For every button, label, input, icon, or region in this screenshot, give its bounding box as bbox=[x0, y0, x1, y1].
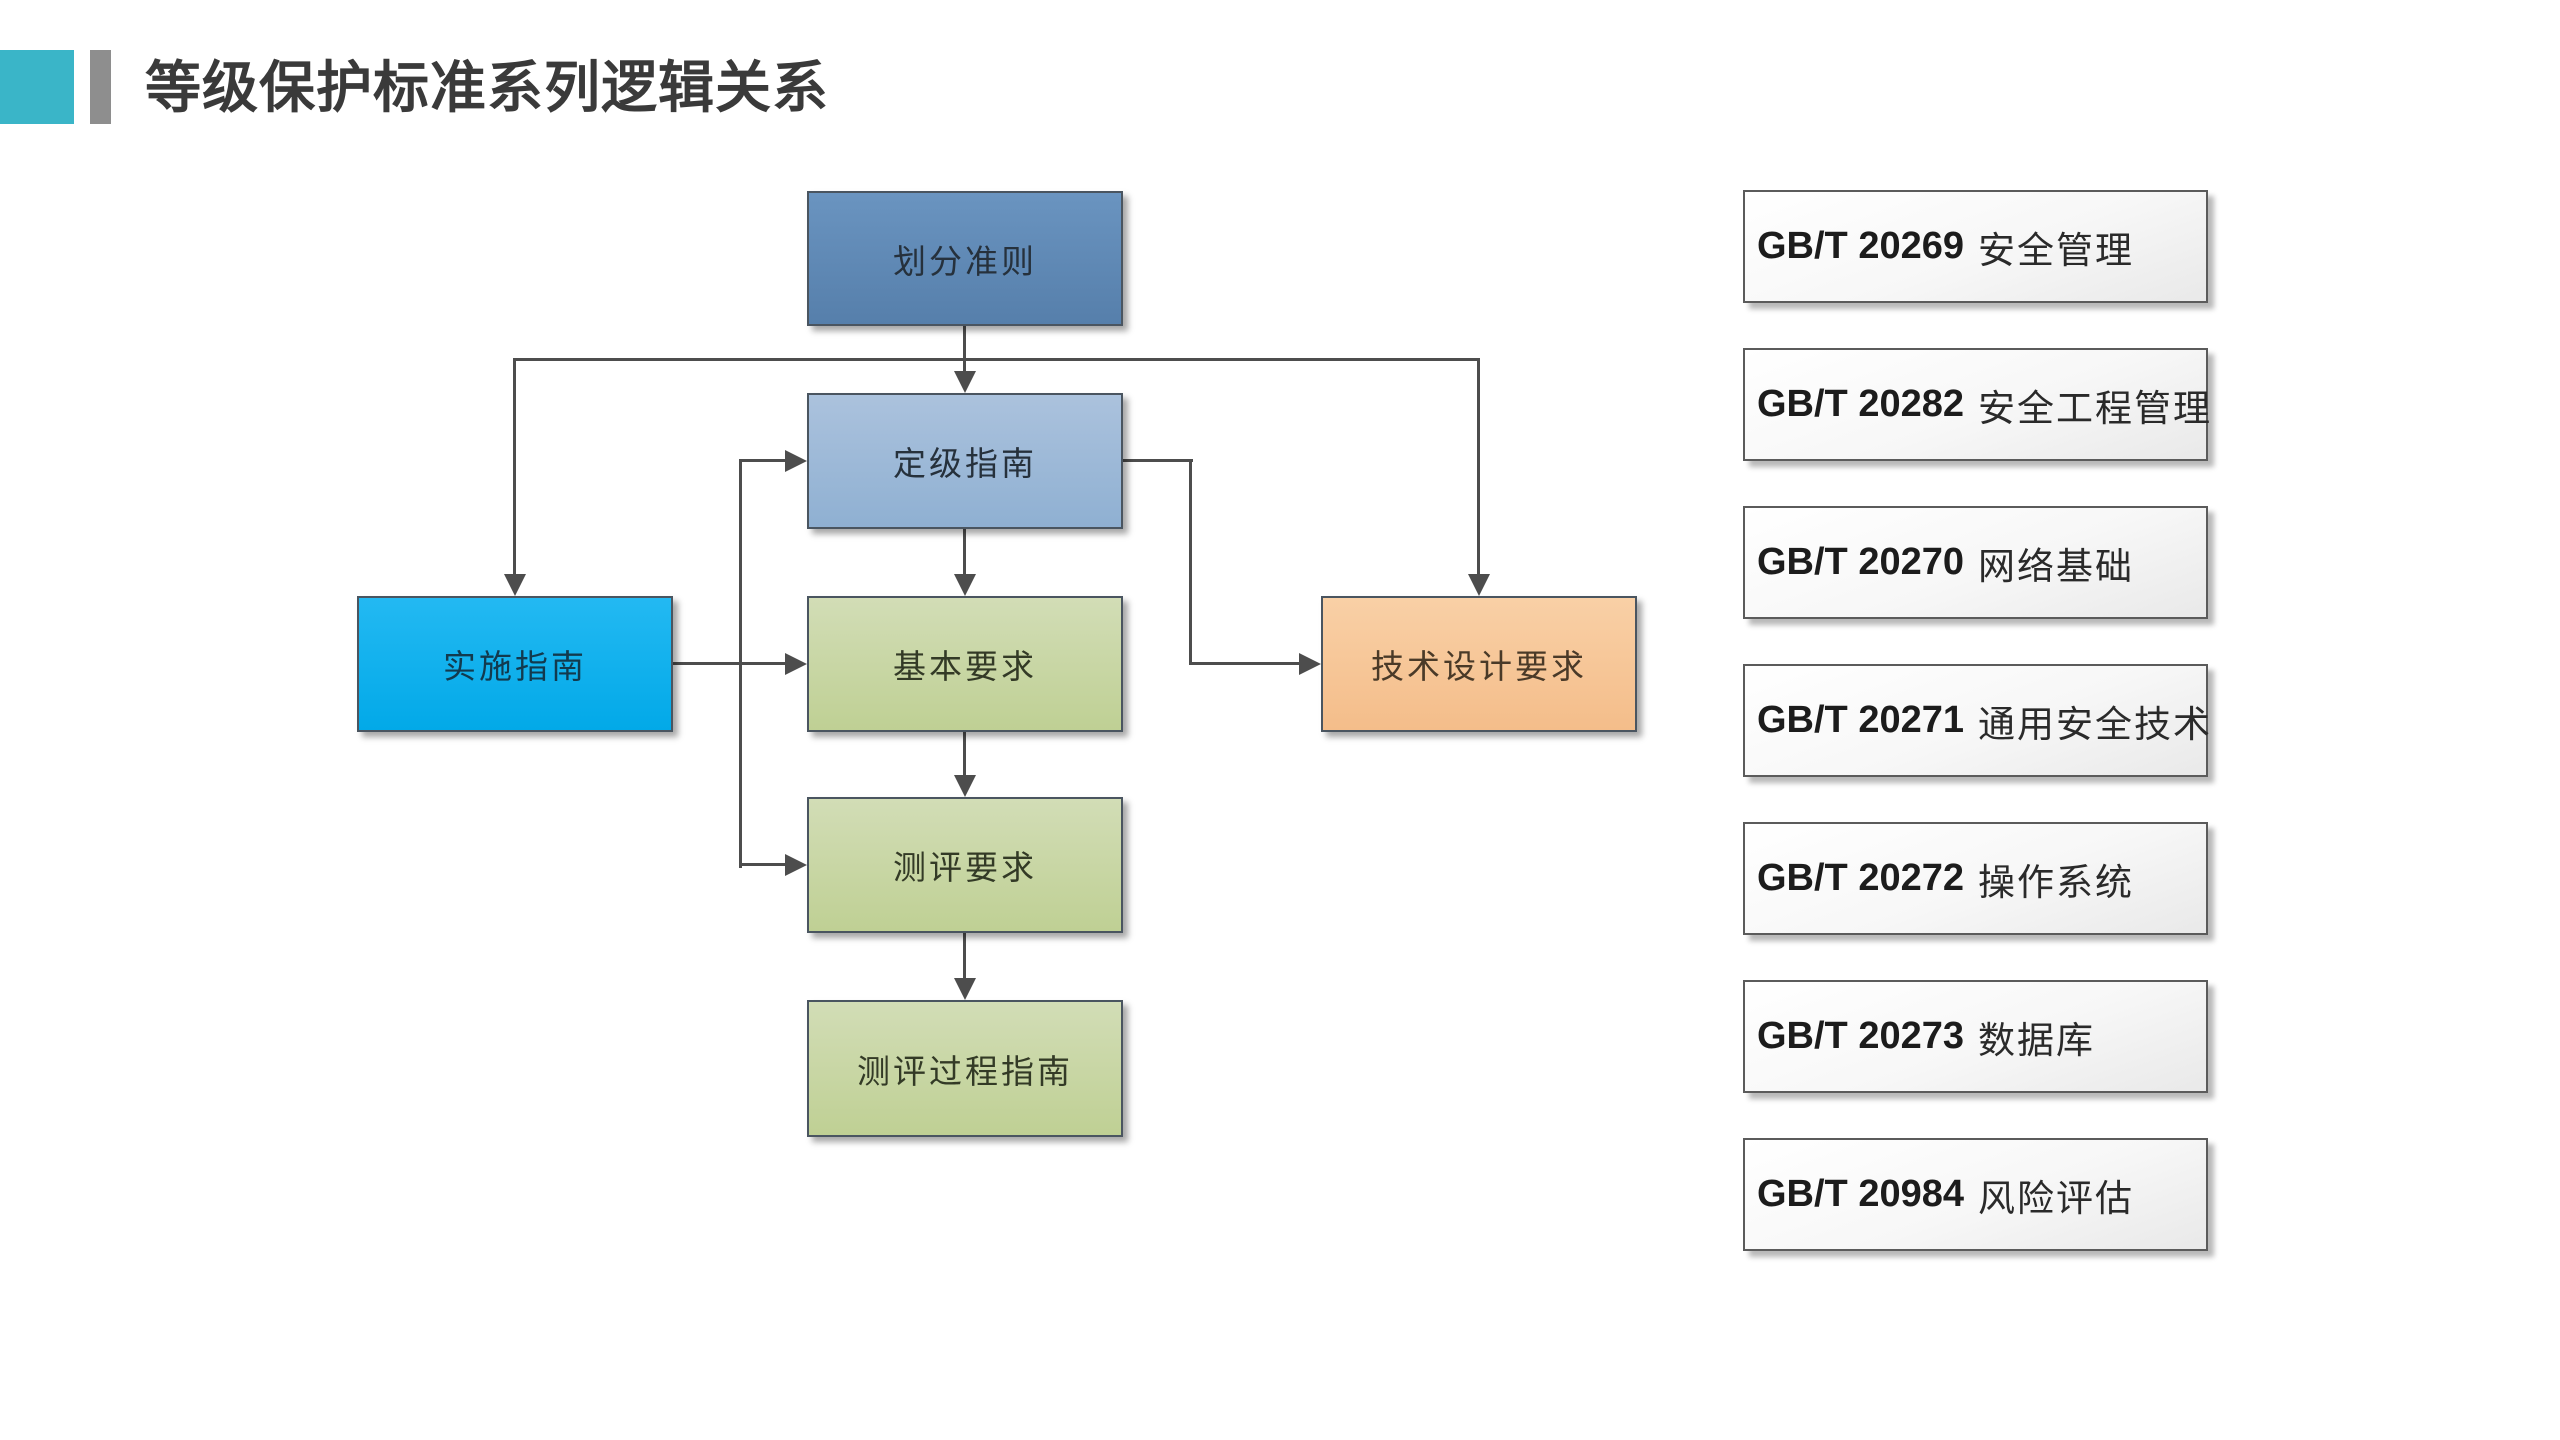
flow-node-ceping-yaoqiu: 测评要求 bbox=[807, 797, 1123, 933]
arrowhead-into-jishu-top bbox=[1468, 574, 1490, 596]
standard-box-gbt20984: GB/T 20984 风险评估 bbox=[1743, 1138, 2208, 1251]
standard-box-gbt20271: GB/T 20271 通用安全技术 bbox=[1743, 664, 2210, 777]
connector-jiben-ceping-line bbox=[963, 732, 966, 776]
arrowhead-into-ceping-top bbox=[954, 775, 976, 797]
standard-name: 通用安全技术 bbox=[1978, 704, 2212, 746]
flow-node-huafen-zhunze: 划分准则 bbox=[807, 191, 1123, 326]
arrowhead-into-ceping-left bbox=[785, 854, 807, 876]
page-title: 等级保护标准系列逻辑关系 bbox=[145, 56, 829, 119]
connector-dingji-jishu-line bbox=[1189, 662, 1301, 665]
arrowhead-into-jiben-left bbox=[785, 653, 807, 675]
arrowhead-into-shishi-top bbox=[504, 574, 526, 596]
standard-code: GB/T 20269 bbox=[1757, 225, 1964, 267]
standard-code: GB/T 20282 bbox=[1757, 383, 1964, 425]
standard-code: GB/T 20270 bbox=[1757, 541, 1964, 583]
standard-code: GB/T 20273 bbox=[1757, 1015, 1964, 1057]
flow-node-jishu-sheji-yaoqiu: 技术设计要求 bbox=[1321, 596, 1637, 732]
connector-dingji-exit-line bbox=[1123, 459, 1193, 462]
arrowhead-into-guocheng-top bbox=[954, 978, 976, 1000]
standard-name: 数据库 bbox=[1978, 1020, 2095, 1062]
connector-ceping-guocheng-line bbox=[963, 933, 966, 979]
connector-huafen-dingji-line bbox=[963, 326, 966, 373]
title-accent-bar bbox=[90, 50, 111, 124]
arrowhead-into-jiben-top bbox=[954, 574, 976, 596]
standard-name: 风险评估 bbox=[1978, 1178, 2134, 1220]
arrowhead-into-dingji-top bbox=[954, 371, 976, 393]
connector-branch-bar-line bbox=[513, 358, 1480, 361]
connector-fanout-ceping-line bbox=[741, 863, 787, 866]
standard-box-gbt20273: GB/T 20273 数据库 bbox=[1743, 980, 2208, 1093]
connector-dingji-jiben-line bbox=[963, 529, 966, 575]
connector-shishi-jiben-line bbox=[673, 662, 787, 665]
standard-box-gbt20270: GB/T 20270 网络基础 bbox=[1743, 506, 2208, 619]
connector-shishi-fanout-line bbox=[739, 459, 742, 868]
standard-box-gbt20269: GB/T 20269 安全管理 bbox=[1743, 190, 2208, 303]
standard-code: GB/T 20272 bbox=[1757, 857, 1964, 899]
connector-dingji-jishu-drop-line bbox=[1189, 459, 1192, 665]
standard-name: 安全管理 bbox=[1978, 230, 2134, 272]
flow-node-ceping-guocheng-zhinan: 测评过程指南 bbox=[807, 1000, 1123, 1137]
standard-name: 网络基础 bbox=[1978, 546, 2134, 588]
standard-code: GB/T 20271 bbox=[1757, 699, 1964, 741]
flow-node-dingji-zhinan: 定级指南 bbox=[807, 393, 1123, 529]
connector-fanout-dingji-line bbox=[741, 459, 787, 462]
flow-node-shishi-zhinan: 实施指南 bbox=[357, 596, 673, 732]
flow-node-jiben-yaoqiu: 基本要求 bbox=[807, 596, 1123, 732]
standard-name: 安全工程管理 bbox=[1978, 388, 2212, 430]
arrowhead-into-jishu-left bbox=[1299, 653, 1321, 675]
connector-branch-jishu-line bbox=[1477, 358, 1480, 575]
connector-branch-shishi-line bbox=[513, 358, 516, 575]
standard-box-gbt20282: GB/T 20282 安全工程管理 bbox=[1743, 348, 2210, 461]
arrowhead-into-dingji-left bbox=[785, 450, 807, 472]
title-accent-square bbox=[0, 50, 74, 124]
standard-code: GB/T 20984 bbox=[1757, 1173, 1964, 1215]
standard-box-gbt20272: GB/T 20272 操作系统 bbox=[1743, 822, 2208, 935]
standard-name: 操作系统 bbox=[1978, 862, 2134, 904]
